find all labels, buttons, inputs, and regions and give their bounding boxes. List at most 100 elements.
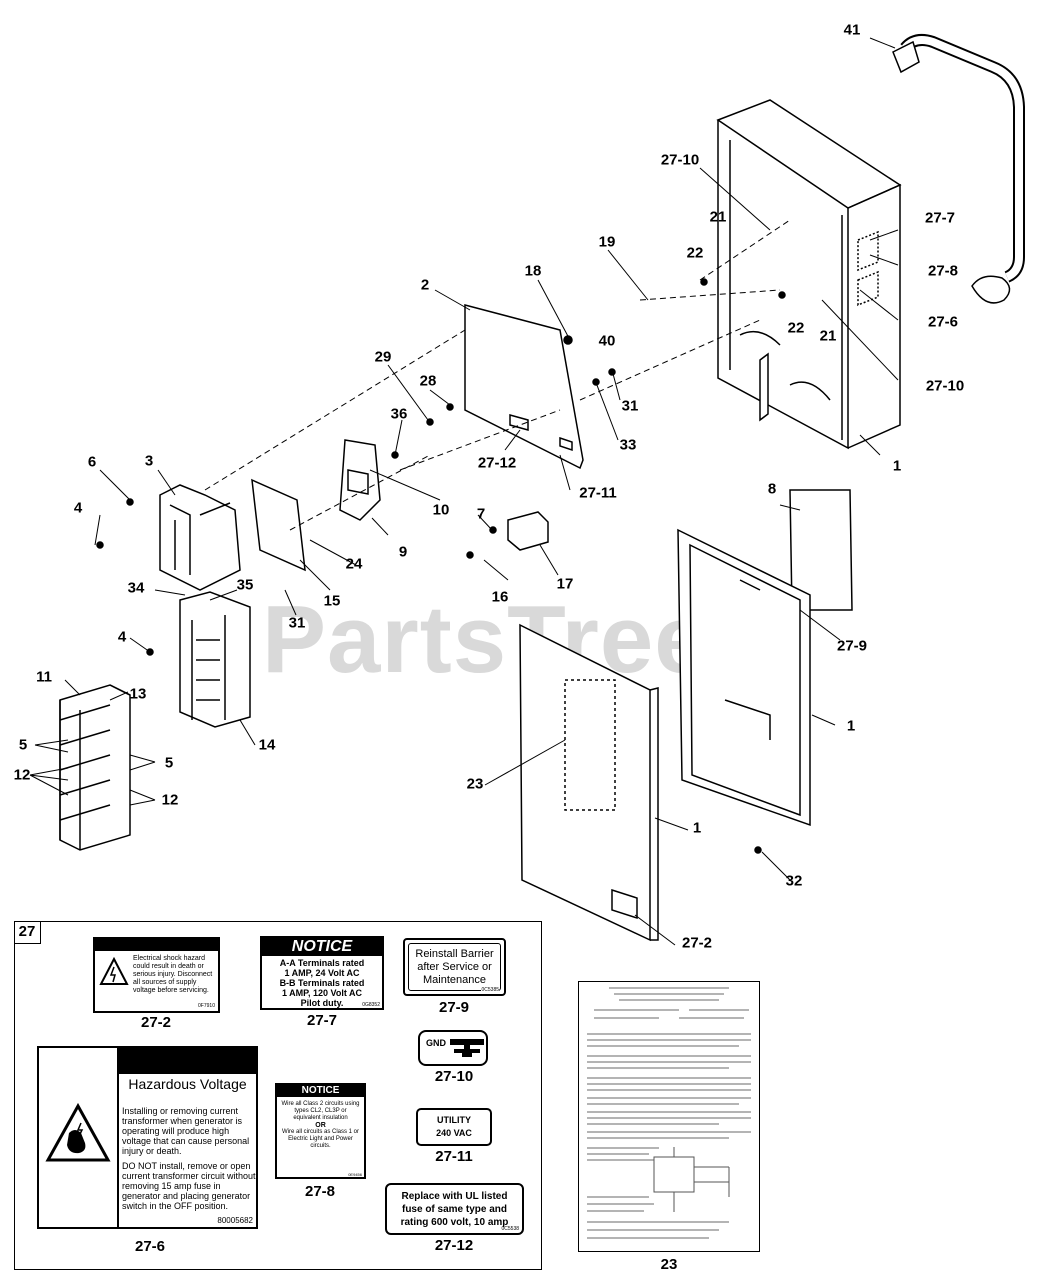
decal-27-9-caption: 27-9 [438, 999, 470, 1016]
decal-27-11-line-1: UTILITY [437, 1115, 471, 1125]
decal-27-9-line-3: Maintenance [423, 974, 486, 986]
callout-15: 15 [323, 592, 341, 610]
callout-18: 18 [524, 262, 542, 280]
callout-23: 23 [466, 775, 484, 793]
callout-21-b: 21 [819, 327, 837, 345]
gnd-label: GND [426, 1038, 446, 1048]
decal-27-9-line-2: after Service or [417, 961, 492, 973]
callout-27-10-b: 27-10 [925, 377, 965, 395]
callout-1-b: 1 [846, 717, 856, 735]
decal-27-6-para-1: Installing or removing current transform… [122, 1106, 250, 1156]
decal-27-8-header: NOTICE [277, 1085, 364, 1097]
callout-31-b: 31 [288, 614, 306, 632]
mounting-plate-part-2 [464, 304, 584, 470]
door-part-1-23 [519, 623, 659, 942]
callout-34: 34 [127, 579, 145, 597]
decal-27-9-line-1: Reinstall Barrier [415, 948, 494, 960]
callout-27-11: 27-11 [579, 484, 617, 502]
decal-27-11-caption: 27-11 [435, 1148, 473, 1165]
decal-27-6-header: Hazardous Voltage [128, 1076, 247, 1092]
callout-22-b: 22 [787, 319, 805, 337]
wiring-diagram-fine-print [587, 987, 751, 1239]
decal-27-11-line-2: 240 VAC [436, 1128, 472, 1138]
callout-1: 1 [892, 457, 902, 475]
breakers-part-11-13 [59, 684, 131, 851]
callout-6: 6 [87, 453, 97, 471]
callout-11: 11 [36, 668, 52, 686]
callout-1-c: 1 [692, 819, 702, 837]
decal-27-2-header-bar [95, 939, 218, 951]
decal-27-12-caption: 27-12 [434, 1237, 474, 1254]
decal-27-6-header-bar [119, 1048, 256, 1074]
callout-27-12: 27-12 [477, 454, 517, 472]
decal-27-2-text: Electrical shock hazard could result in … [133, 955, 213, 994]
callout-24: 24 [345, 555, 363, 573]
decal-27-8-text-2: Wire all circuits as Class 1 or Electric… [281, 1129, 359, 1149]
callout-27-2: 27-2 [681, 934, 713, 952]
callout-12-b: 12 [161, 791, 179, 809]
decal-27-7-code: 0G8352 [362, 1002, 380, 1008]
callout-27-10: 27-10 [660, 151, 700, 169]
callout-41: 41 [843, 21, 861, 39]
decal-27-7: NOTICE A-A Terminals rated 1 AMP, 24 Vol… [260, 936, 384, 1010]
callout-35: 35 [236, 576, 254, 594]
callout-13: 13 [129, 685, 147, 703]
transfer-switch-part-3 [159, 484, 241, 591]
callout-16: 16 [491, 588, 509, 606]
decal-27-2-code: 0F7910 [198, 1003, 215, 1009]
decal-27-8-code: 0E9456 [348, 1172, 362, 1177]
decal-27-12-line-3: rating 600 volt, 10 amp [400, 1217, 509, 1228]
decal-27-7-header: NOTICE [262, 938, 382, 956]
callout-29: 29 [374, 348, 392, 366]
callout-7: 7 [476, 505, 486, 523]
callout-28: 28 [419, 372, 437, 390]
callout-9: 9 [398, 543, 408, 561]
decal-27-12-line-2: fuse of same type and [401, 1204, 508, 1215]
wiring-diagram-caption: 23 [660, 1256, 678, 1273]
inset-number: 27 [14, 921, 41, 944]
callout-27-9: 27-9 [836, 637, 868, 655]
conduit-part-41 [892, 34, 1025, 304]
decal-27-10: GND [418, 1030, 488, 1066]
callout-22: 22 [686, 244, 704, 262]
shock-warning-icon [99, 957, 129, 987]
decal-27-2: Electrical shock hazard could result in … [93, 937, 220, 1013]
frame-part-1 [677, 528, 811, 827]
decal-27-6-para-2: DO NOT install, remove or open current t… [122, 1161, 256, 1211]
parts-tree-watermark: PartsTreeTM [262, 586, 730, 693]
decal-27-8-or: OR [315, 1122, 326, 1129]
decal-27-12-line-1: Replace with UL listed [401, 1191, 508, 1202]
wiring-diagram-sheet-23 [578, 981, 760, 1252]
decal-27-10-caption: 27-10 [434, 1068, 474, 1085]
callout-33: 33 [619, 436, 637, 454]
decal-27-9-code: 0C5385 [481, 987, 499, 993]
callout-32: 32 [785, 872, 803, 890]
enclosure-part-1 [716, 99, 902, 450]
callout-8: 8 [767, 480, 777, 498]
decal-27-12-code: 0C5538 [501, 1226, 519, 1232]
decal-27-8-caption: 27-8 [304, 1183, 336, 1200]
cover-part-15 [251, 478, 306, 572]
callout-2: 2 [420, 276, 430, 294]
callout-12: 12 [13, 766, 31, 784]
callout-27-8: 27-8 [927, 262, 959, 280]
callout-5-b: 5 [164, 754, 174, 772]
decal-27-6: Hazardous Voltage Installing or removing… [37, 1046, 258, 1229]
terminal-block-part-17 [507, 511, 549, 551]
decal-27-11: UTILITY 240 VAC [416, 1108, 492, 1146]
decal-27-7-caption: 27-7 [306, 1012, 338, 1029]
decal-27-8: NOTICE Wire all Class 2 circuits using t… [275, 1083, 366, 1179]
decal-27-7-lines: A-A Terminals rated 1 AMP, 24 Volt AC B-… [279, 958, 365, 1008]
callout-14: 14 [258, 736, 276, 754]
decal-27-6-code: 80005682 [217, 1216, 253, 1225]
decal-27-8-text-1: Wire all Class 2 circuits using types CL… [281, 1101, 360, 1121]
decal-27-6-caption: 27-6 [134, 1238, 166, 1255]
callout-31: 31 [621, 397, 639, 415]
decal-27-9: Reinstall Barrier after Service or Maint… [403, 938, 506, 996]
callout-40: 40 [598, 332, 616, 350]
decal-27-12: Replace with UL listed fuse of same type… [385, 1183, 524, 1235]
callout-10: 10 [432, 501, 450, 519]
callout-27-7: 27-7 [924, 209, 956, 227]
decal-27-2-caption: 27-2 [140, 1014, 172, 1031]
